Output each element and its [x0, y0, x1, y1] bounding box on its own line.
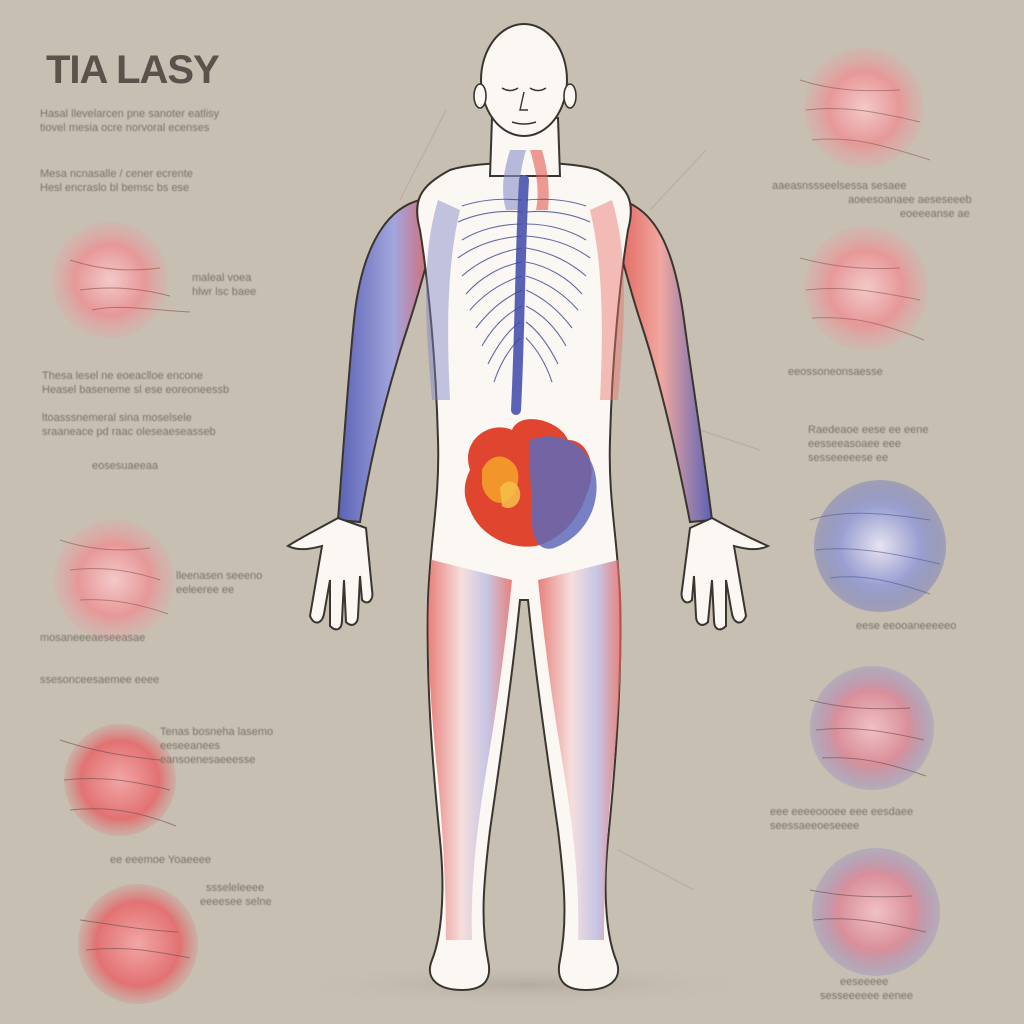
- left-leg-vessels: [428, 560, 512, 940]
- annotation-right-3: eoeeeanse ae: [900, 208, 970, 220]
- detail-circle-left-2: [54, 520, 174, 640]
- annotation-left-8: Heasel baseneme sl ese eoreoneessb: [42, 384, 230, 396]
- right-ear: [563, 83, 577, 109]
- page-title: TIA LASY: [46, 48, 220, 92]
- annotation-left-1: Hasal llevelarcen pne sanoter eatlisy: [40, 108, 220, 120]
- spinal-nerves: [457, 175, 591, 415]
- left-ear: [473, 83, 487, 109]
- neck-artery: [530, 150, 549, 210]
- torso-left-shade: [426, 200, 460, 400]
- mouth: [511, 121, 537, 125]
- annotation-left-18: eansoenesaeeesse: [160, 754, 256, 766]
- detail-circle-right-3: [814, 480, 946, 612]
- torso-right-shade: [590, 200, 624, 400]
- right-detail-circles: [799, 48, 946, 976]
- annotation-right-6: eesseeasoaee eee: [808, 438, 901, 450]
- annotation-left-14: mosaneeeaeseeasae: [40, 632, 146, 644]
- leader-lines: [399, 109, 761, 891]
- ground-shadow: [285, 963, 765, 1007]
- annotation-left-10: sraaneace pd raac oleseaeseasseb: [42, 426, 216, 438]
- annotation-left-20: ssseleleeee: [206, 882, 265, 894]
- nose: [519, 91, 528, 111]
- annotation-left-5: maleal voea: [192, 272, 252, 284]
- annotation-right-12: sesseeeeee eenee: [820, 990, 913, 1002]
- left-hand: [286, 516, 374, 631]
- annotation-right-1: aaeasnssseelsessa sesaee: [772, 180, 907, 192]
- detail-circle-right-5: [812, 848, 940, 976]
- annotation-left-19: ee eeemoe Yoaeeee: [110, 854, 211, 866]
- right-leg-vessels: [538, 560, 622, 940]
- right-hand: [680, 516, 771, 631]
- annotation-right-2: aoeesoanaee aeseseeeb: [848, 194, 972, 206]
- annotation-left-4: Hesl encraslo bl bemsc bs ese: [40, 182, 190, 194]
- annotation-left-9: ltoasssnemeral sina moselsele: [42, 412, 192, 424]
- annotation-left-2: tiovel mesia ocre norvoral ecenses: [40, 122, 210, 134]
- annotation-left-17: eeseeanees: [160, 740, 220, 752]
- annotation-left-7: Thesa lesel ne eoeaclloe encone: [42, 370, 203, 382]
- annotation-right-5: Raedeaoe eese ee eene: [808, 424, 929, 436]
- annotation-right-10: seessaeeoeseeee: [770, 820, 860, 832]
- neck-vein: [503, 150, 526, 210]
- detail-circle-left-4: [78, 884, 198, 1004]
- detail-circle-left-1: [52, 222, 168, 338]
- annotation-right-9: eee eeeeoooee eee eesdaee: [770, 806, 914, 818]
- annotation-right-8: eese eeooaneeeeeo: [856, 620, 957, 632]
- detail-circle-right-4: [810, 666, 934, 790]
- left-detail-circles: [52, 222, 198, 1004]
- annotation-left-11: eosesuaeeaa: [92, 460, 159, 472]
- annotation-right-11: eeseeeee: [840, 976, 889, 988]
- annotation-left-3: Mesa ncnasalle / cener ecrente: [40, 168, 193, 180]
- annotation-left-15: ssesonceesaemee eeee: [40, 674, 160, 686]
- heart-organ: [464, 419, 597, 549]
- annotation-left-6: hlwr lsc baee: [192, 286, 257, 298]
- annotation-right-4: eeossoneonsaesse: [788, 366, 883, 378]
- detail-circle-right-2: [804, 226, 928, 350]
- annotation-left-12: lleenasen seeeno: [176, 570, 263, 582]
- right-eye: [529, 87, 547, 92]
- annotation-right-7: sesseeeeese ee: [808, 452, 889, 464]
- detail-circle-right-1: [804, 48, 924, 168]
- head: [480, 23, 568, 137]
- annotation-left-13: eeleeree ee: [176, 584, 235, 596]
- annotation-left-21: eeeesee selne: [200, 896, 272, 908]
- annotation-left-16: Tenas bosneha lasemo: [160, 726, 274, 738]
- left-eye: [501, 87, 519, 92]
